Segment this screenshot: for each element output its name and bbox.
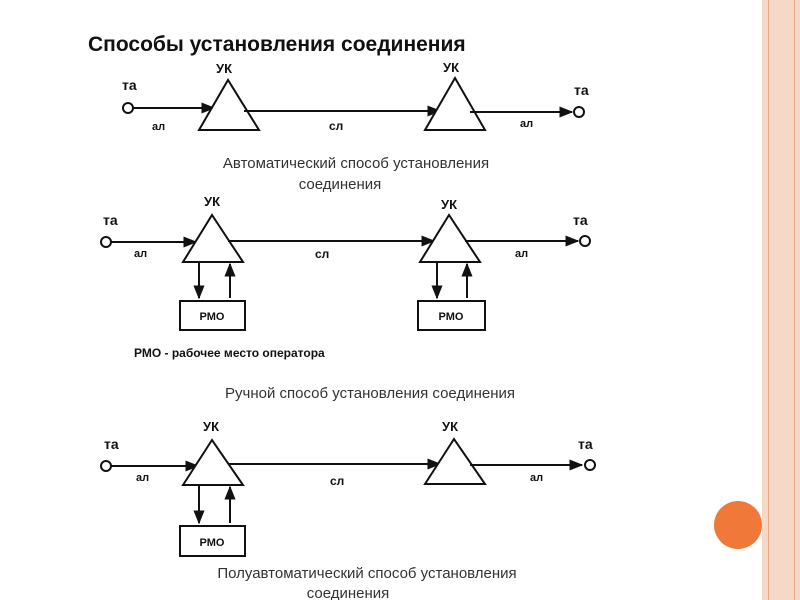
rmo-box-left [179,300,246,331]
switch-uk-left [197,78,261,131]
rmo-box [179,525,246,557]
label-al: ал [530,472,543,484]
switch-uk-right [423,75,487,131]
switch-uk-left [181,213,245,263]
terminal-ta-left [100,236,112,248]
label-uk: УК [203,419,219,434]
label-uk: УК [443,60,459,75]
caption-semi-line2: соединения [307,585,390,600]
terminal-ta-right [579,235,591,247]
label-ta: та [122,77,137,93]
label-sl: сл [315,247,329,261]
accent-circle [714,501,762,549]
label-rmo: РМО [200,311,225,323]
label-uk: УК [442,419,458,434]
label-ta: та [573,212,588,228]
switch-uk-right [418,213,482,263]
label-sl: сл [329,119,343,133]
label-ta: та [578,436,593,452]
frame-line-left [768,0,769,600]
label-al: ал [515,248,528,260]
label-rmo: РМО [439,311,464,323]
terminal-ta-right [584,459,596,471]
label-ta: та [104,436,119,452]
caption-semi-line1: Полуавтоматический способ установления [217,565,516,582]
rmo-box-right [417,300,486,331]
caption-manual: Ручной способ установления соединения [225,385,515,402]
label-sl: сл [330,474,344,488]
label-ta: та [574,82,589,98]
switch-uk-right [423,437,487,485]
terminal-ta-left [100,460,112,472]
diagram-manual [100,213,591,331]
switch-uk-left [181,438,245,486]
caption-automatic-line1: Автоматический способ установления [223,155,489,172]
label-ta: та [103,212,118,228]
label-uk: УК [441,197,457,212]
terminal-ta-right [573,106,585,118]
diagram-automatic [122,75,585,131]
frame-line-right [794,0,795,600]
label-rmo: РМО [200,537,225,549]
label-al: ал [152,121,165,133]
legend-rmo: РМО - рабочее место оператора [134,346,325,360]
caption-automatic-line2: соединения [299,176,382,193]
label-uk: УК [216,61,232,76]
slide-title: Способы установления соединения [88,33,466,56]
label-uk: УК [204,194,220,209]
terminal-ta-left [122,102,134,114]
diagram-semi-automatic [100,437,596,557]
label-al: ал [520,118,533,130]
label-al: ал [136,472,149,484]
label-al: ал [134,248,147,260]
